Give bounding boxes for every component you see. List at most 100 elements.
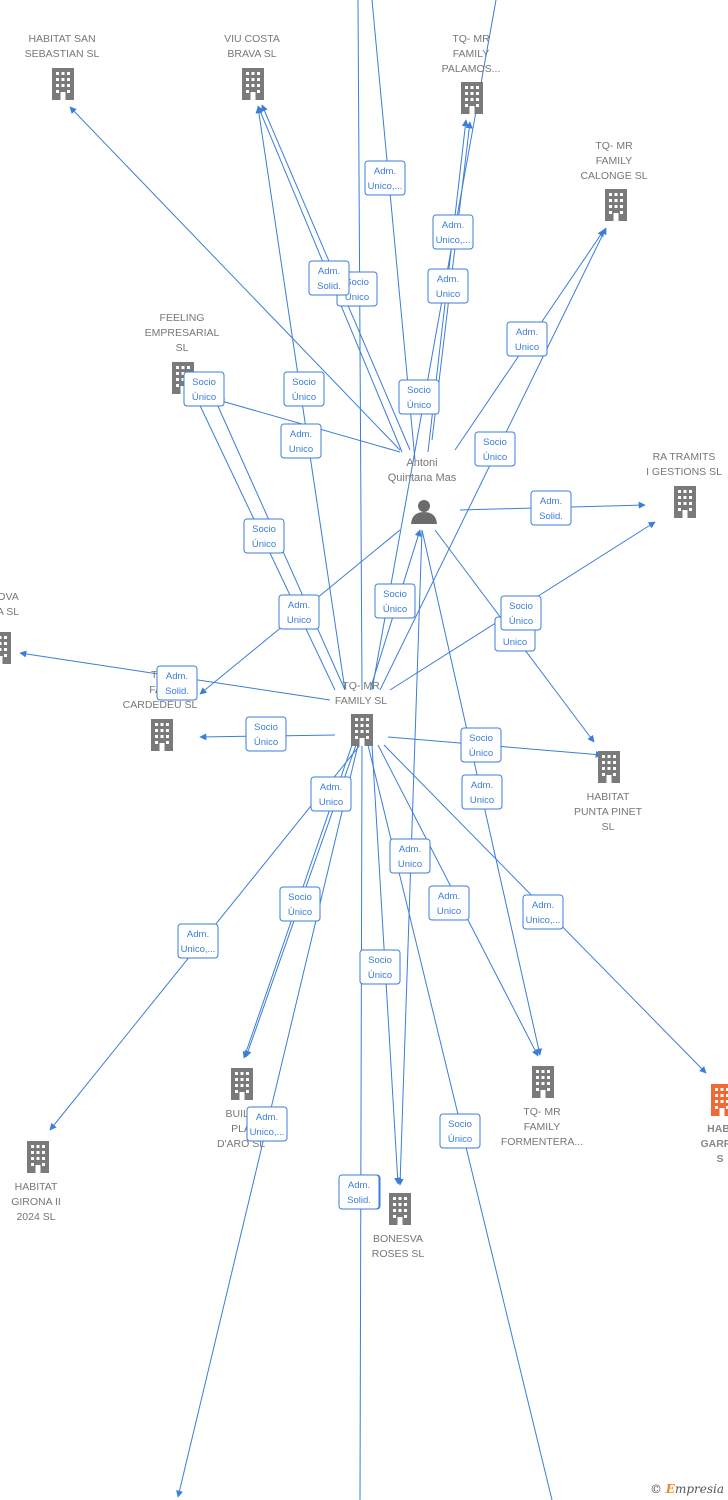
edge-label-line: Unico [470,795,494,806]
edge-label-box[interactable]: Adm.Solid. [156,665,198,701]
edge-label-box[interactable]: Adm.Unico [461,774,503,810]
edge-label-line: Unico,... [526,915,561,926]
edge-label-line: Socio [469,733,493,744]
edge-label-box[interactable]: Adm.Solid. [308,260,350,296]
edge-label-box[interactable]: Adm.Unico [310,776,352,812]
company-label-line: BONESVA [373,1233,423,1245]
edge-label-line: Unico [436,289,460,300]
edge-label-line: Adm. [399,844,421,855]
company-label-line: FAMILY [524,1121,561,1133]
edge-label-box[interactable]: Adm.Unico [506,321,548,357]
edge-label-line: Unico [515,342,539,353]
edge-label-box[interactable]: Adm.Solid. [530,490,572,526]
edge-label-box[interactable]: Adm.Unico,... [246,1106,288,1142]
edge-label-line: Adm. [438,891,460,902]
edge-label-line: Unico,... [181,944,216,955]
company-label-line: FAMILY SL [335,695,387,707]
company-label-line: GARRO [700,1138,728,1150]
edge-label-box[interactable]: Adm.Unico,... [364,160,406,196]
edge-label-line: Adm. [256,1112,278,1123]
person-label-line: Antoni [406,457,437,469]
edge-label-line: Socio [345,277,369,288]
company-label-line: CALONGE SL [580,170,647,182]
edge-label-line: Adm. [442,220,464,231]
edges-layer [19,0,707,1500]
company-label-line: SL [176,342,189,354]
edge-label-box[interactable]: Adm.Unico [280,423,322,459]
company-label-line: FAMILY [596,155,633,167]
company-node-bonesva-roses[interactable]: BONESVA ROSES SL [372,1193,425,1260]
company-label-line: A SL [0,606,19,618]
building-icon [0,632,11,664]
edge-label-box[interactable]: Adm.Unico,... [432,214,474,250]
edge-label-box[interactable]: Adm.Unico,... [177,923,219,959]
edge-label-box[interactable]: Adm.Solid. [338,1174,380,1210]
edge-label-line: Único [192,392,216,403]
edge-label-line: Socio [407,385,431,396]
company-label-line: EMPRESARIAL [145,327,220,339]
company-label-line: OVA [0,591,19,603]
edge-label-box[interactable]: Adm.Unico,... [522,894,564,930]
empresia-watermark: © Empresia [650,1482,724,1496]
company-label-line: ROSES SL [372,1248,425,1260]
company-label-line: FORMENTERA... [501,1136,583,1148]
edge-label-box[interactable]: Adm. Unico [428,885,470,921]
company-label: OVA A SL [0,591,19,618]
company-label-line: PLA [231,1123,251,1135]
edge-line [357,0,363,691]
company-label-line: PUNTA PINET [574,806,643,818]
company-label-line: VIU COSTA [224,33,280,45]
company-node-habitat-garrotxa[interactable]: HABIGARROS [700,1084,728,1165]
edge-label-line: Único [292,392,316,403]
edge-label-line: Socio [192,377,216,388]
edge-label-box[interactable]: Adm.Unico [427,268,469,304]
company-label: HABIGARROS [700,1123,728,1165]
building-icon [231,1068,253,1100]
edge-label-line: Único [469,748,493,759]
edge-label-box[interactable]: Adm.Unico [278,594,320,630]
building-icon [598,751,620,783]
company-label-line: HABI [707,1123,728,1135]
building-icon [389,1193,411,1225]
edge-label-line: Socio [509,601,533,612]
company-node-bonesva-left[interactable]: OVA A SL [0,591,19,664]
building-icon [674,486,696,518]
company-label-line: PALAMOS... [442,63,501,75]
edge-label-box[interactable]: Adm.Unico [389,838,431,874]
edge-label-line: Solid. [347,1195,371,1206]
edge-label-line: Unico [319,797,343,808]
edge-label-line: Adm. [374,166,396,177]
edge-label-line: Socio [288,892,312,903]
edge-label-line: Unico [437,906,461,917]
company-label-line: FAMILY [453,48,490,60]
